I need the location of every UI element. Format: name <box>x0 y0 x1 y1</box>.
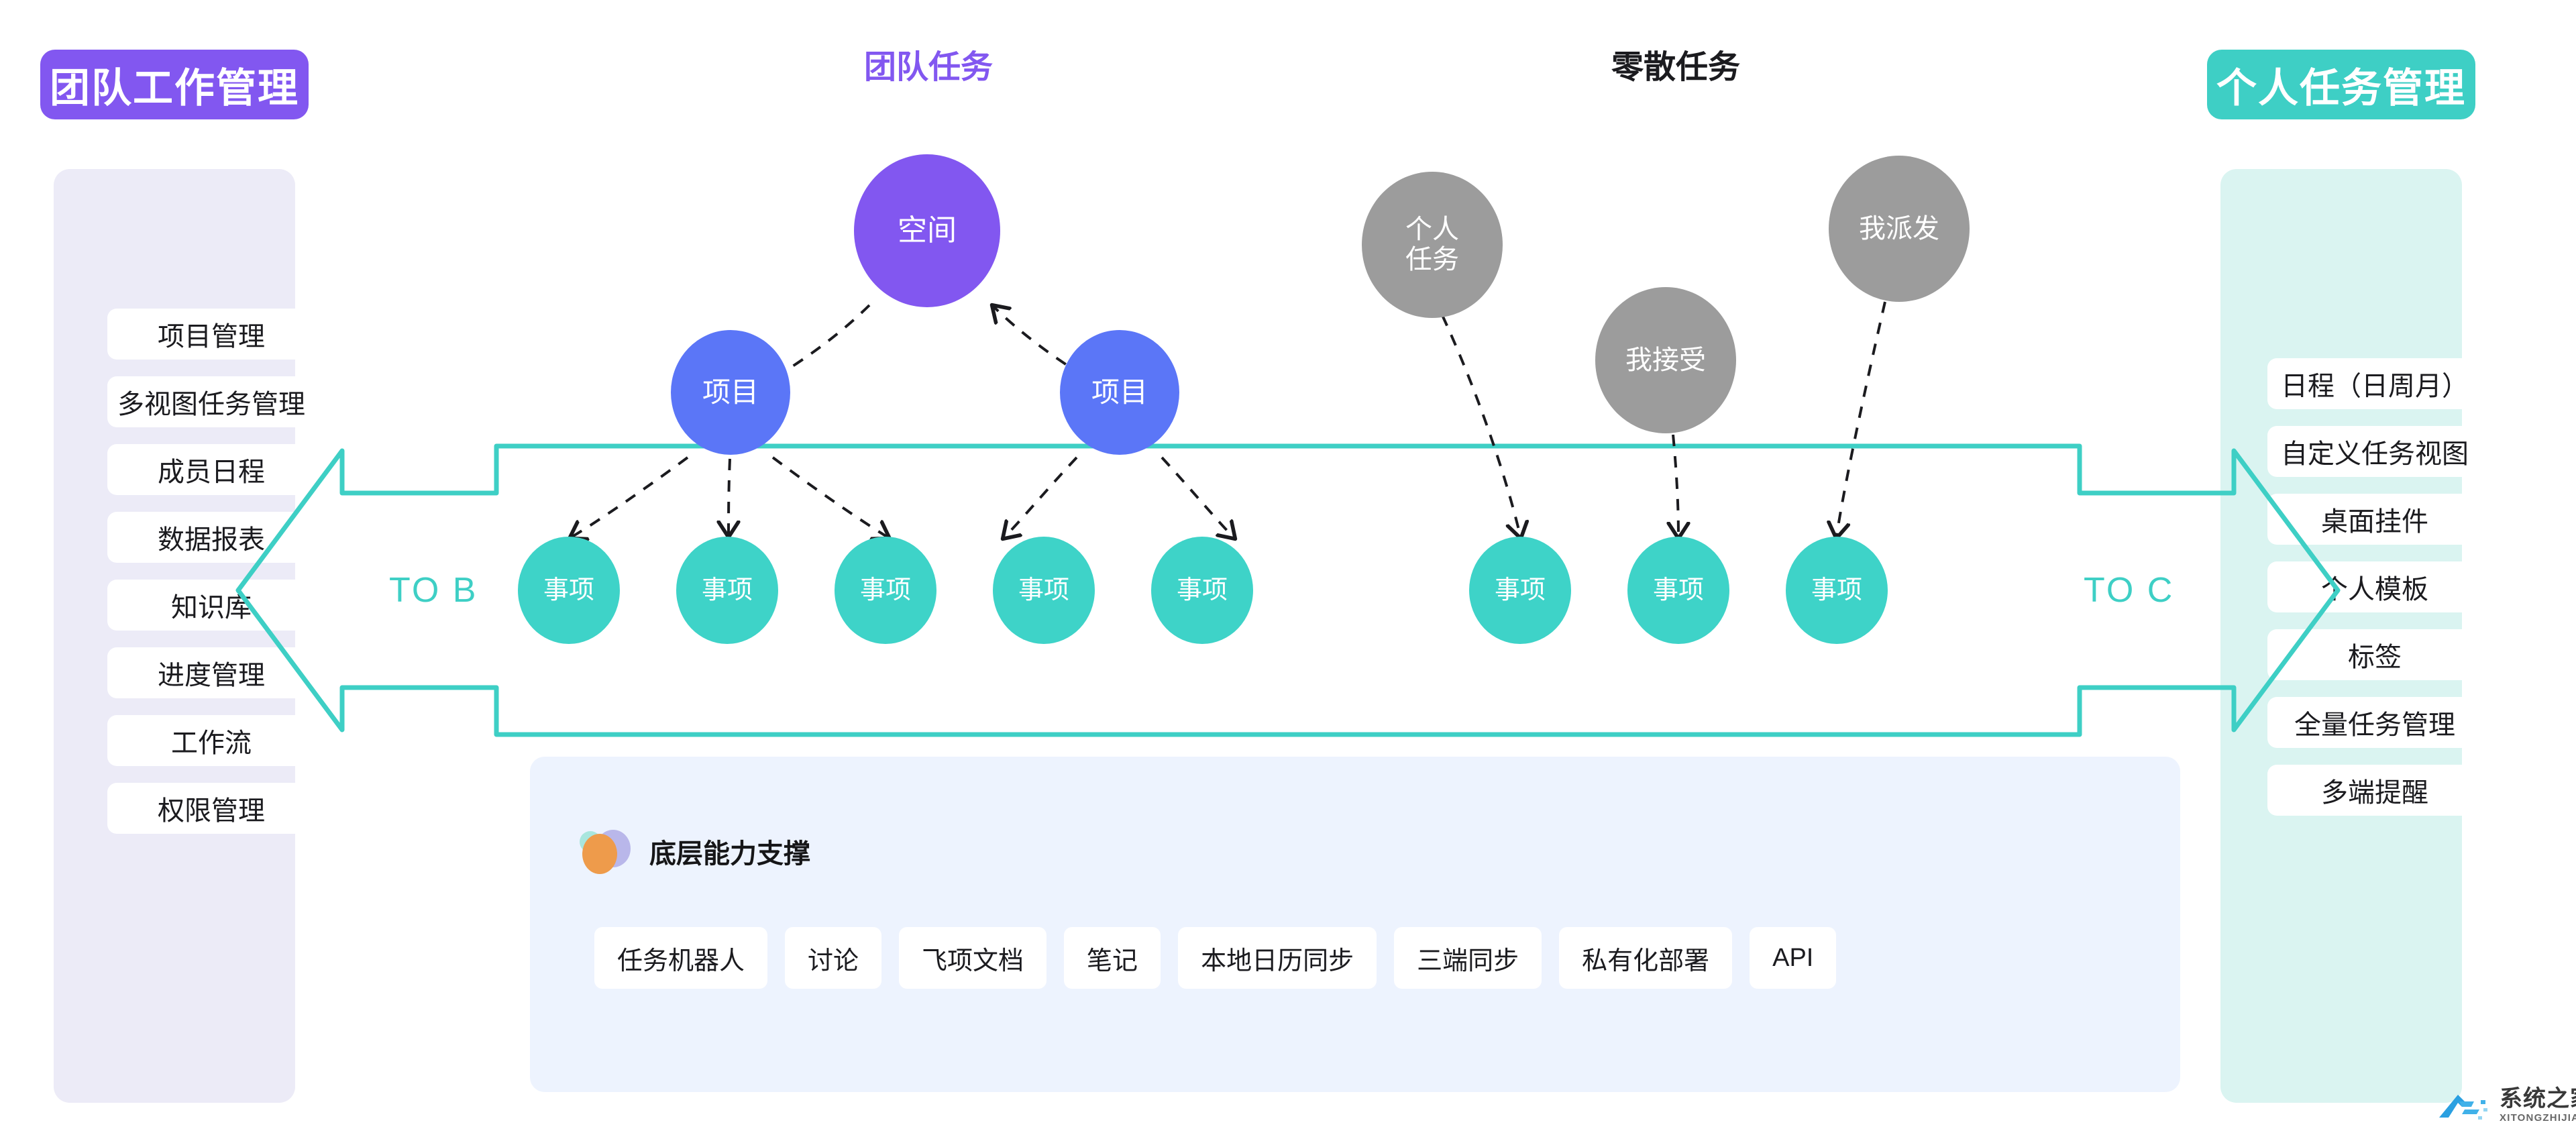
watermark-logo-icon <box>2439 1095 2487 1120</box>
left-feature-item[interactable]: 知识库 <box>107 580 315 631</box>
graph-node-proj-r[interactable]: 项目 <box>1060 330 1179 455</box>
right-feature-item[interactable]: 多端提醒 <box>2267 765 2482 816</box>
capability-tag[interactable]: API <box>1750 927 1837 989</box>
watermark-en: XITONGZHIJIA.NET <box>2500 1112 2576 1124</box>
left-feature-item[interactable]: 权限管理 <box>107 783 315 834</box>
graph-node-item-4[interactable]: 事项 <box>993 537 1095 644</box>
graph-node-item-5[interactable]: 事项 <box>1151 537 1253 644</box>
graph-node-label: 事项 <box>1494 576 1546 604</box>
capability-tag[interactable]: 任务机器人 <box>594 927 768 989</box>
graph-node-label: 事项 <box>701 576 753 604</box>
left-feature-item[interactable]: 成员日程 <box>107 444 315 495</box>
graph-node-label: 事项 <box>1811 576 1862 604</box>
left-feature-list: 项目管理 多视图任务管理 成员日程 数据报表 知识库 进度管理 工作流 权限管理 <box>107 309 315 834</box>
edge-assign-to-item-8 <box>1837 301 1886 535</box>
graph-node-label: 我接受 <box>1625 345 1706 375</box>
capability-tag[interactable]: 笔记 <box>1064 927 1161 989</box>
left-feature-item[interactable]: 数据报表 <box>107 512 315 563</box>
graph-node-space[interactable]: 空间 <box>854 154 1000 307</box>
graph-node-label: 事项 <box>1018 576 1069 604</box>
left-feature-item[interactable]: 项目管理 <box>107 309 315 360</box>
graph-node-label: 个人 任务 <box>1405 215 1459 274</box>
edge-project-right-to-item-5 <box>1161 456 1233 537</box>
capability-tag[interactable]: 飞项文档 <box>899 927 1047 989</box>
right-panel-header: 个人任务管理 <box>2207 50 2475 119</box>
right-feature-item[interactable]: 标签 <box>2267 629 2482 680</box>
graph-node-label: 项目 <box>702 376 759 409</box>
graph-node-label: 项目 <box>1091 376 1148 409</box>
right-feature-item[interactable]: 桌面挂件 <box>2267 494 2482 545</box>
capability-title: 底层能力支撑 <box>649 839 810 869</box>
graph-node-item-8[interactable]: 事项 <box>1786 537 1888 644</box>
right-feature-list: 日程（日周月） 自定义任务视图 桌面挂件 个人模板 标签 全量任务管理 多端提醒 <box>2267 358 2482 816</box>
graph-node-label: 空间 <box>898 214 957 248</box>
watermark: 系统之家 XITONGZHIJIA.NET <box>2435 1087 2576 1123</box>
band-label-to-b: TO B <box>389 571 478 610</box>
left-feature-item[interactable]: 多视图任务管理 <box>107 376 315 427</box>
graph-node-item-7[interactable]: 事项 <box>1627 537 1729 644</box>
graph-node-label: 我派发 <box>1859 213 1939 243</box>
right-feature-item[interactable]: 日程（日周月） <box>2267 358 2482 409</box>
capability-header: 底层能力支撑 <box>578 828 810 874</box>
right-feature-item[interactable]: 自定义任务视图 <box>2267 426 2482 477</box>
section-label-team-tasks: 团队任务 <box>864 50 994 85</box>
watermark-cn: 系统之家 <box>2500 1085 2576 1112</box>
edge-project-right-to-item-4 <box>1005 456 1078 537</box>
left-feature-item[interactable]: 工作流 <box>107 715 315 766</box>
edge-accept-to-item-7 <box>1673 434 1678 535</box>
graph-node-label: 事项 <box>1176 576 1228 604</box>
capability-tag[interactable]: 私有化部署 <box>1559 927 1733 989</box>
right-feature-item[interactable]: 全量任务管理 <box>2267 697 2482 748</box>
edge-project-left-to-item-3 <box>771 456 887 537</box>
graph-node-accept[interactable]: 我接受 <box>1595 287 1736 433</box>
capability-panel <box>530 757 2180 1092</box>
edge-project-left-to-item-2 <box>729 458 730 534</box>
edge-project-left-to-item-1 <box>572 456 689 537</box>
graph-node-item-2[interactable]: 事项 <box>676 537 778 644</box>
graph-node-assign[interactable]: 我派发 <box>1829 156 1970 302</box>
graph-node-item-1[interactable]: 事项 <box>518 537 620 644</box>
capability-tag-list: 任务机器人 讨论 飞项文档 笔记 本地日历同步 三端同步 私有化部署 API <box>594 927 1837 989</box>
capability-tag[interactable]: 讨论 <box>785 927 882 989</box>
section-label-loose-tasks: 零散任务 <box>1611 50 1741 85</box>
graph-node-proj-l[interactable]: 项目 <box>671 330 790 455</box>
capability-circles-icon <box>578 828 635 874</box>
right-feature-item[interactable]: 个人模板 <box>2267 561 2482 612</box>
edge-personal-task-to-item-6 <box>1441 315 1520 535</box>
watermark-text: 系统之家 XITONGZHIJIA.NET <box>2500 1087 2576 1123</box>
left-feature-item[interactable]: 进度管理 <box>107 647 315 698</box>
graph-node-personal[interactable]: 个人 任务 <box>1362 172 1503 318</box>
graph-node-item-3[interactable]: 事项 <box>835 537 936 644</box>
capability-tag[interactable]: 三端同步 <box>1394 927 1542 989</box>
band-label-to-c: TO C <box>2084 571 2175 610</box>
capability-tag[interactable]: 本地日历同步 <box>1178 927 1377 989</box>
left-panel-header: 团队工作管理 <box>40 50 309 119</box>
graph-node-item-6[interactable]: 事项 <box>1469 537 1571 644</box>
graph-node-label: 事项 <box>543 576 594 604</box>
graph-node-label: 事项 <box>1652 576 1704 604</box>
graph-node-label: 事项 <box>859 576 911 604</box>
